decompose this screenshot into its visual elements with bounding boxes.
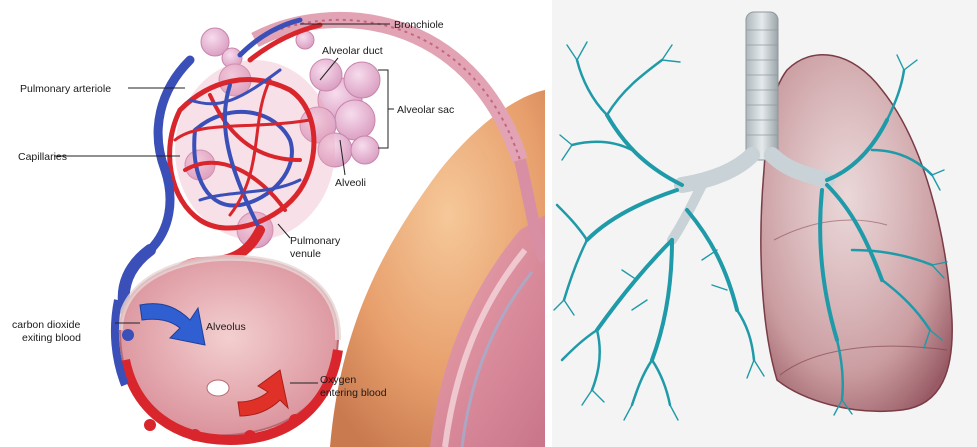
label-alveoli: Alveoli — [335, 177, 366, 189]
label-bronchiole: Bronchiole — [394, 19, 444, 31]
label-co2-line2: exiting blood — [22, 332, 81, 344]
alveolus-cutaway — [115, 258, 338, 442]
label-pulmonary-venule-line1: Pulmonary — [290, 235, 341, 247]
label-alveolar-sac: Alveolar sac — [397, 104, 454, 116]
lung-drawing — [552, 0, 977, 447]
alveoli-anatomy-illustration: Bronchiole Alveolar duct Alveolar sac Pu… — [0, 0, 545, 447]
capillary-network — [170, 20, 335, 240]
label-o2-line1: Oxygen — [320, 374, 356, 386]
label-pulmonary-arteriole: Pulmonary arteriole — [20, 83, 111, 95]
label-alveolus: Alveolus — [206, 321, 246, 333]
label-o2-line2: entering blood — [320, 387, 387, 399]
label-capillaries: Capillaries — [18, 151, 67, 163]
alveoli-anatomy-drawing: Bronchiole Alveolar duct Alveolar sac Pu… — [0, 0, 545, 447]
lung-bronchial-tree-render — [552, 0, 977, 447]
label-alveolar-duct: Alveolar duct — [322, 45, 383, 57]
label-pulmonary-venule-line2: venule — [290, 248, 321, 260]
label-co2-line1: carbon dioxide — [12, 319, 80, 331]
